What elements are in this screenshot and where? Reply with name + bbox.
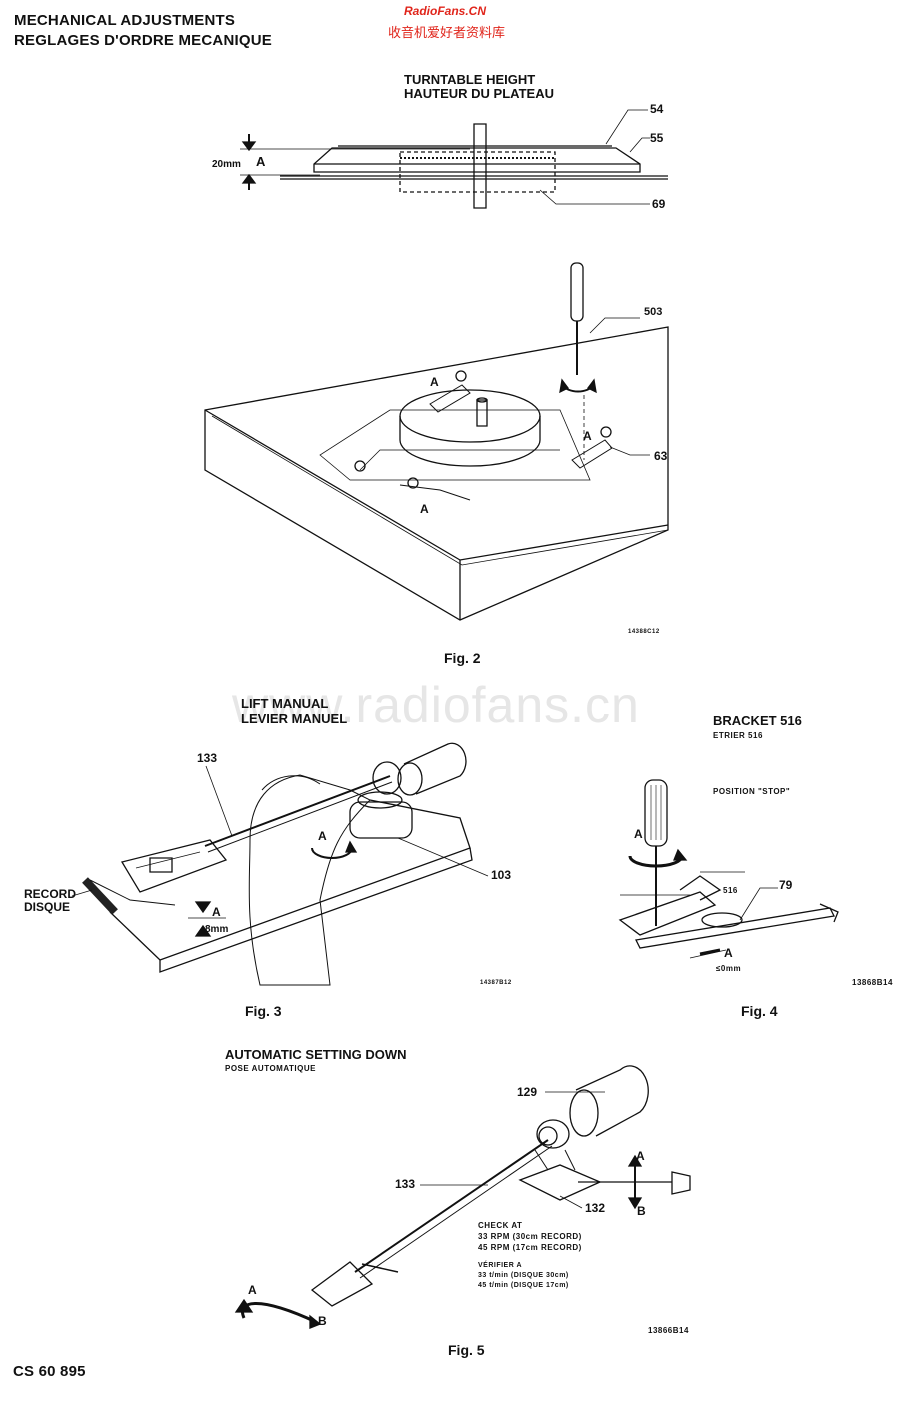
fig5-letter-a-vert: A xyxy=(636,1149,645,1163)
fig2-code: 14388C12 xyxy=(628,629,660,635)
fig4-title-fr: ETRIER 516 xyxy=(713,731,763,740)
fig5-letter-a-curve: A xyxy=(248,1283,257,1297)
fig2-dim-20mm: 20mm xyxy=(212,159,241,170)
fig5-letter-b-curve: B xyxy=(318,1314,327,1328)
fig2-part-55: 55 xyxy=(650,131,664,145)
fig2-title-en: TURNTABLE HEIGHT xyxy=(404,72,536,87)
fig4-letter-a-top: A xyxy=(634,827,643,841)
fig2-letter-a-2: A xyxy=(583,429,592,443)
fig5-letter-b-vert: B xyxy=(637,1204,646,1218)
fig5-verif-line-3: 45 t/min (DISQUE 17cm) xyxy=(478,1282,569,1289)
watermark: www.radiofans.cn xyxy=(232,677,640,733)
fig2-part-69: 69 xyxy=(652,197,666,211)
fig2-dim-letter: A xyxy=(256,154,266,169)
fig2-part-54: 54 xyxy=(650,102,664,116)
fig4-part-516: 516 xyxy=(723,886,738,895)
fig3-code: 14387B12 xyxy=(480,980,512,986)
fig3-dim-8mm: 8mm xyxy=(205,924,229,935)
doc-title-en: MECHANICAL ADJUSTMENTS xyxy=(14,12,236,29)
fig3-caption: Fig. 3 xyxy=(245,1003,282,1019)
fig4-caption: Fig. 4 xyxy=(741,1003,778,1019)
fig5-code: 13866B14 xyxy=(648,1326,689,1335)
fig4-letter-a-gap: A xyxy=(724,946,733,960)
fig5-check-line-2: 33 RPM (30cm RECORD) xyxy=(478,1232,582,1241)
fig5-check-line-3: 45 RPM (17cm RECORD) xyxy=(478,1243,582,1252)
fig2-letter-a-3: A xyxy=(420,502,429,516)
fig5-part-129: 129 xyxy=(517,1085,538,1099)
fig3-record-en: RECORD xyxy=(24,887,77,901)
fig4-part-79: 79 xyxy=(779,878,793,892)
fig3-letter-a: A xyxy=(212,905,221,919)
fig5-verif-line-2: 33 t/min (DISQUE 30cm) xyxy=(478,1272,569,1279)
site-subtitle: 收音机爱好者资料库 xyxy=(388,25,506,40)
fig2-caption: Fig. 2 xyxy=(444,650,481,666)
fig2-title-fr: HAUTEUR DU PLATEAU xyxy=(404,86,554,101)
fig2-part-63: 63 xyxy=(654,449,668,463)
fig5-title-en: AUTOMATIC SETTING DOWN xyxy=(225,1047,407,1062)
fig2-letter-a-1: A xyxy=(430,375,439,389)
fig3-title-en: LIFT MANUAL xyxy=(241,696,329,711)
fig3-title-fr: LEVIER MANUEL xyxy=(241,711,348,726)
fig5-caption: Fig. 5 xyxy=(448,1342,485,1358)
fig5-check-line-1: CHECK AT xyxy=(478,1221,523,1230)
fig5-title-fr: POSE AUTOMATIQUE xyxy=(225,1064,316,1073)
fig4-position: POSITION "STOP" xyxy=(713,787,791,796)
doc-code: CS 60 895 xyxy=(13,1363,86,1380)
fig4-code: 13868B14 xyxy=(852,978,893,987)
fig3-record-fr: DISQUE xyxy=(24,900,71,914)
fig5-part-132: 132 xyxy=(585,1201,606,1215)
fig3-part-103: 103 xyxy=(491,868,512,882)
site-name: RadioFans.CN xyxy=(404,4,487,18)
doc-title-fr: REGLAGES D'ORDRE MECANIQUE xyxy=(14,32,272,49)
fig4-dim: ≤0mm xyxy=(716,964,742,973)
fig3-letter-a-rot: A xyxy=(318,829,327,843)
fig5-part-133: 133 xyxy=(395,1177,416,1191)
fig4-title-en: BRACKET 516 xyxy=(713,713,802,728)
fig2-part-503: 503 xyxy=(644,306,663,318)
fig5-verif-line-1: VÉRIFIER A xyxy=(478,1262,523,1269)
fig3-part-133: 133 xyxy=(197,751,218,765)
